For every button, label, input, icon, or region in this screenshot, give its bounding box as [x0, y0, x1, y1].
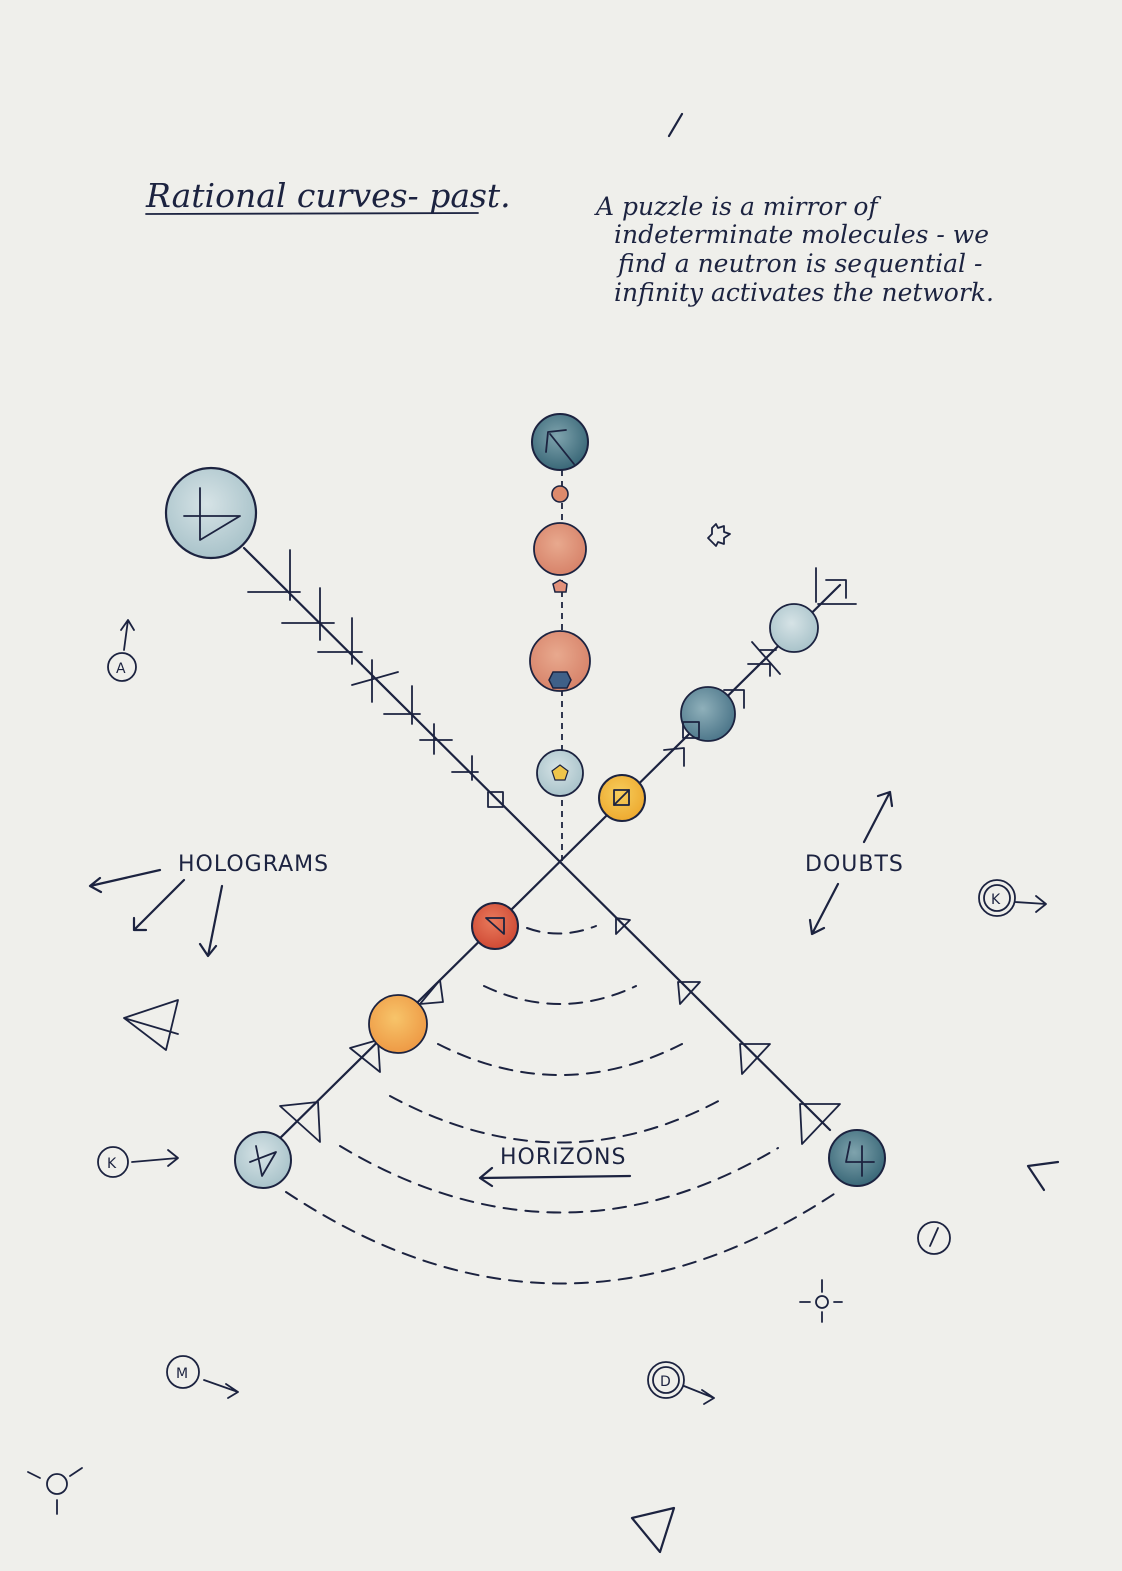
note-block: A puzzle is a mirror of indeterminate mo… [594, 192, 994, 307]
horizons-group: HORIZONS [478, 1145, 632, 1188]
diagonal-line-right-top [266, 583, 842, 1152]
arrow-up-icon [120, 619, 135, 651]
upper-left-ticks [247, 549, 504, 808]
note-line-2: indeterminate molecules - we [614, 220, 989, 249]
diagonal-line-left-top [242, 546, 832, 1132]
arrow-down-icon [198, 884, 224, 958]
node-top-teal [531, 413, 589, 471]
sun-icon-2 [46, 1473, 68, 1495]
pentagon-small-icon [552, 579, 568, 593]
node-amber [598, 774, 646, 822]
triangle-bottom-icon [630, 1506, 676, 1554]
main-axes [242, 470, 842, 1152]
horizons-label: HORIZONS [500, 1145, 626, 1170]
arrow-right-icon-4 [683, 1385, 715, 1405]
arrow-right-icon-2 [131, 1149, 179, 1167]
node-right-teal [680, 686, 736, 742]
four-glyph-icon [845, 1141, 875, 1177]
rune-glyph-icon [183, 487, 241, 541]
pentagon-yellow-icon [551, 764, 569, 781]
circled-d: D [647, 1361, 715, 1405]
tick-mark [667, 112, 684, 138]
angle-mark-icon [1026, 1160, 1060, 1192]
arrow-down-left-icon [132, 878, 186, 932]
circled-letter-m: M [176, 1366, 188, 1382]
star-icon [707, 523, 731, 547]
node-top-left [164, 466, 258, 560]
circled-letter-k-left: K [107, 1156, 117, 1172]
note-line-3: find a neutron is sequential - [616, 249, 982, 278]
hexagon-icon [548, 671, 572, 689]
note-line-1: A puzzle is a mirror of [594, 192, 881, 221]
page-title: Rational curves- past. [145, 176, 511, 215]
lower-left-triangles [279, 979, 444, 1143]
doubts-group: DOUBTS [805, 790, 904, 936]
angle-glyph-icon [545, 429, 575, 465]
circled-k-left: K [97, 1146, 179, 1178]
sun-small [799, 1279, 843, 1323]
arrow-down-left-icon-2 [808, 882, 840, 936]
circled-m: M [166, 1355, 239, 1399]
holograms-group: HOLOGRAMS [88, 852, 329, 958]
arrow-left-icon-2 [478, 1166, 632, 1188]
node-small-salmon [551, 485, 569, 503]
arrow-left-icon [88, 868, 162, 894]
sun-icon [815, 1295, 829, 1309]
node-bottom-left [234, 1131, 292, 1189]
circled-letter-a: A [116, 661, 126, 677]
doubts-label: DOUBTS [805, 852, 904, 877]
circled-letter-k-right: K [991, 892, 1001, 908]
node-red [471, 902, 519, 950]
horizon-arcs [285, 925, 835, 1285]
node-top-right [769, 603, 819, 653]
arrow-up-right-icon [862, 790, 894, 844]
circled-letter-d: D [660, 1374, 671, 1390]
node-bottom-right [828, 1129, 886, 1187]
lower-right-triangles [615, 917, 841, 1145]
arrow-right-icon-3 [203, 1379, 239, 1399]
triangle-glyph-icon [123, 999, 179, 1051]
title-block: Rational curves- past. [145, 176, 511, 215]
note-line-4: infinity activates the network. [614, 278, 994, 307]
end-nodes [164, 466, 886, 1189]
arrow-right-icon [1014, 895, 1047, 913]
node-salmon-large [529, 630, 591, 692]
node-salmon-mid [533, 522, 587, 576]
circled-k-right: K [978, 879, 1047, 917]
title-underline [145, 212, 479, 215]
circle-slash [917, 1221, 951, 1255]
circled-a: A [107, 619, 137, 682]
vertical-nodes [529, 413, 591, 797]
rune-glyph-small-icon [249, 1145, 277, 1177]
node-orange [368, 994, 428, 1054]
holograms-label: HOLOGRAMS [178, 852, 329, 877]
sun-bottom-left [27, 1467, 83, 1515]
